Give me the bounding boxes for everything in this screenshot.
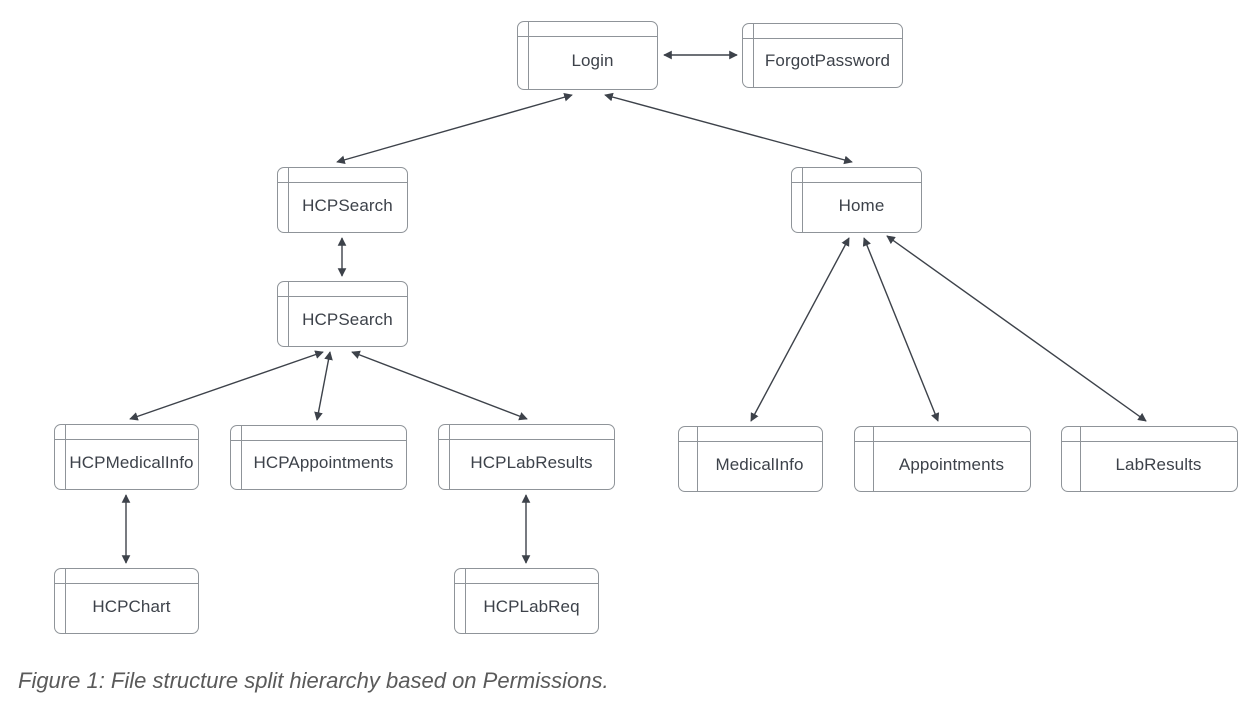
node-tab-divider <box>288 168 289 232</box>
node-header-divider <box>518 36 657 37</box>
node-label: HCPChart <box>92 596 171 616</box>
node-label: ForgotPassword <box>764 51 891 70</box>
node-tab-divider <box>65 425 66 489</box>
node-tab-divider <box>697 427 698 491</box>
node-header-divider <box>679 441 822 442</box>
edges-group <box>121 50 1147 564</box>
edge-hcp_search_lower-to-hcp_appointments <box>314 351 333 421</box>
node-label: LabResults <box>1115 454 1202 474</box>
node-forgot_password[interactable]: ForgotPassword <box>742 23 903 88</box>
node-header-divider <box>743 38 902 39</box>
node-tab-divider <box>65 569 66 633</box>
node-tab-divider <box>1080 427 1081 491</box>
node-header-divider <box>278 296 407 297</box>
edge-home-to-lab_results <box>886 235 1147 422</box>
figure-caption: Figure 1: File structure split hierarchy… <box>18 668 609 693</box>
node-header-divider <box>1062 441 1237 442</box>
node-label: Home <box>838 195 885 215</box>
node-header-divider <box>55 583 198 584</box>
node-hcp_search_lower[interactable]: HCPSearch <box>277 281 408 347</box>
node-tab-divider <box>241 426 242 489</box>
edge-hcp_search_lower-to-hcp_medical_info <box>129 350 324 421</box>
node-home[interactable]: Home <box>791 167 922 233</box>
node-tab-divider <box>802 168 803 232</box>
node-header-divider <box>855 441 1030 442</box>
node-header-divider <box>55 439 198 440</box>
node-label: Login <box>571 51 614 70</box>
node-header-divider <box>792 182 921 183</box>
node-label: HCPSearch <box>302 309 393 329</box>
node-medical_info[interactable]: MedicalInfo <box>678 426 823 492</box>
node-hcp_search_top[interactable]: HCPSearch <box>277 167 408 233</box>
node-hcp_chart[interactable]: HCPChart <box>54 568 199 634</box>
node-label: MedicalInfo <box>715 454 804 474</box>
node-hcp_appointments[interactable]: HCPAppointments <box>230 425 407 490</box>
node-label: HCPAppointments <box>253 453 394 472</box>
node-tab-divider <box>449 425 450 489</box>
edge-home-to-login <box>604 92 853 165</box>
node-tab-divider <box>753 24 754 87</box>
node-label: Appointments <box>898 454 1005 474</box>
node-tab-divider <box>528 22 529 89</box>
edge-hcp_search_lower-to-hcp_lab_results <box>351 350 528 421</box>
node-hcp_medical_info[interactable]: HCPMedicalInfo <box>54 424 199 490</box>
node-lab_results[interactable]: LabResults <box>1061 426 1238 492</box>
node-label: HCPLabResults <box>470 452 593 472</box>
node-header-divider <box>278 182 407 183</box>
node-header-divider <box>439 439 614 440</box>
node-label: HCPMedicalInfo <box>69 452 194 472</box>
node-tab-divider <box>873 427 874 491</box>
node-appointments[interactable]: Appointments <box>854 426 1031 492</box>
node-header-divider <box>455 583 598 584</box>
node-hcp_lab_req[interactable]: HCPLabReq <box>454 568 599 634</box>
edge-hcp_search_top-to-login <box>336 92 573 165</box>
node-hcp_lab_results[interactable]: HCPLabResults <box>438 424 615 490</box>
node-tab-divider <box>465 569 466 633</box>
node-header-divider <box>231 440 406 441</box>
node-label: HCPLabReq <box>483 596 580 616</box>
node-label: HCPSearch <box>302 195 393 215</box>
node-login[interactable]: Login <box>517 21 658 90</box>
node-tab-divider <box>288 282 289 346</box>
edge-home-to-medical_info <box>750 237 850 422</box>
